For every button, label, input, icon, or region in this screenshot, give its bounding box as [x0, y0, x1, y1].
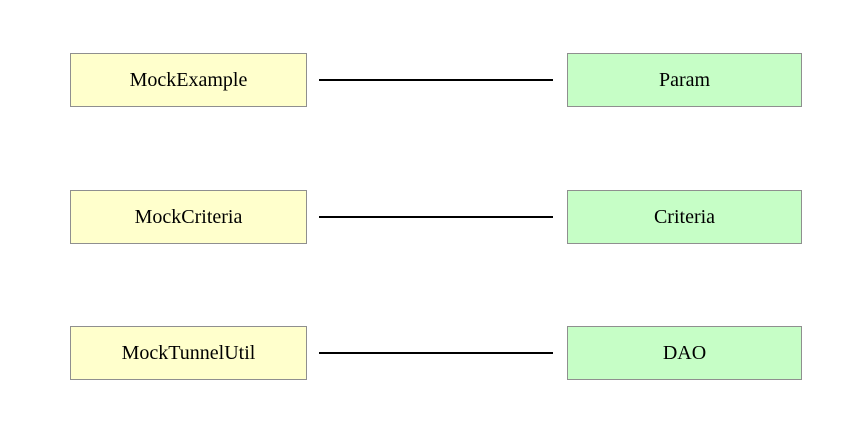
mock-example-box: MockExample — [70, 53, 307, 107]
criteria-box: Criteria — [567, 190, 802, 244]
mapping-row-mockcriteria-criteria: MockCriteria Criteria — [0, 190, 853, 244]
connector-line-mockcriteria-criteria — [319, 216, 553, 218]
param-box: Param — [567, 53, 802, 107]
box-label: MockExample — [129, 68, 248, 91]
mock-criteria-box: MockCriteria — [70, 190, 307, 244]
mapping-row-mocktunnelutil-dao: MockTunnelUtil DAO — [0, 326, 853, 380]
mock-tunnelutil-box: MockTunnelUtil — [70, 326, 307, 380]
mapping-row-mockexample-param: MockExample Param — [0, 53, 853, 107]
box-label: MockCriteria — [134, 205, 243, 228]
connector-line-mocktunnelutil-dao — [319, 352, 553, 354]
box-label: Param — [658, 68, 711, 91]
box-label: MockTunnelUtil — [121, 341, 256, 364]
box-label: DAO — [662, 341, 707, 364]
box-label: Criteria — [653, 205, 716, 228]
dao-box: DAO — [567, 326, 802, 380]
connector-line-mockexample-param — [319, 79, 553, 81]
